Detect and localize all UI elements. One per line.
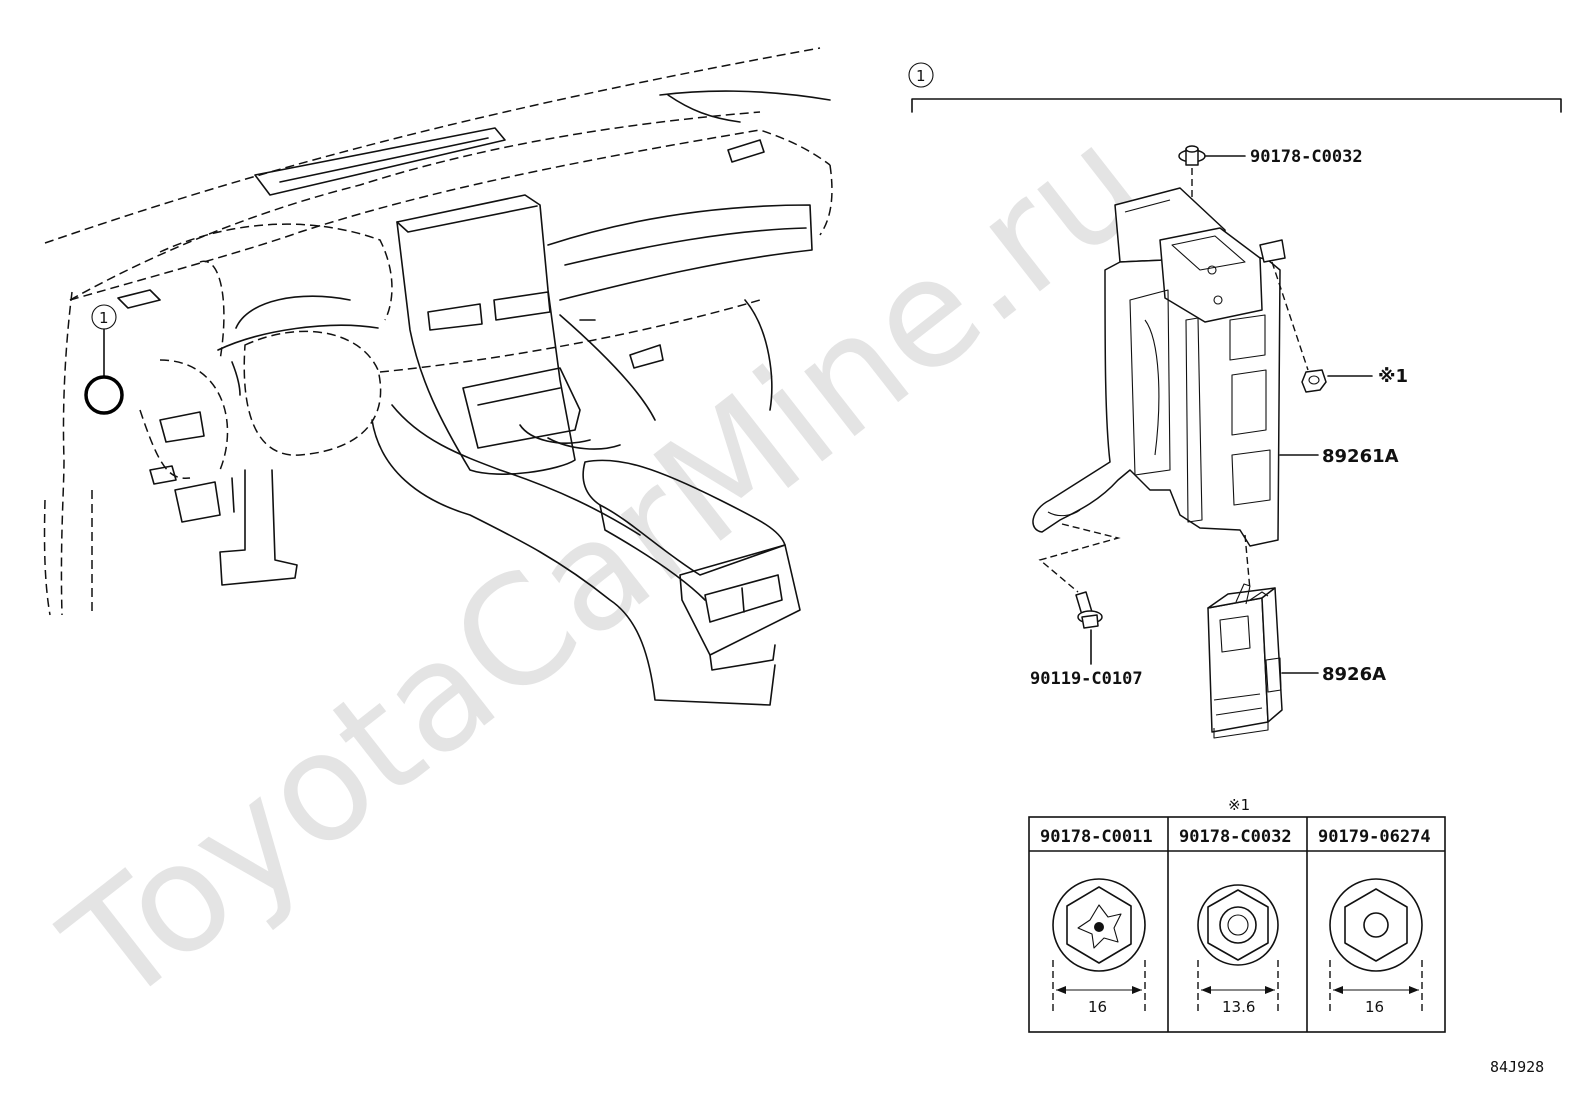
nut-illustration-3: 16 xyxy=(1329,878,1423,1016)
dim-2: 13.6 xyxy=(1222,998,1255,1016)
callout-1-left: 1 xyxy=(84,304,124,415)
table-title: ※1 xyxy=(1228,796,1250,814)
table-header-1: 90178-C0011 xyxy=(1040,827,1153,847)
nut-note1 xyxy=(1301,369,1327,393)
bracket-89261a xyxy=(1032,187,1286,547)
dim-3: 16 xyxy=(1365,998,1384,1016)
label-90178-c0032-top: 90178-C0032 xyxy=(1250,147,1363,167)
bolt-90119-c0107 xyxy=(1075,591,1103,629)
label-90119-c0107: 90119-C0107 xyxy=(1030,669,1143,689)
receiver-8926a xyxy=(1207,583,1283,739)
exploded-assembly: 1 90178-C0032 xyxy=(908,62,1562,739)
nut-illustration-1: 16 xyxy=(1052,878,1146,1016)
svg-text:1: 1 xyxy=(99,309,109,327)
dim-1: 16 xyxy=(1088,998,1107,1016)
label-note-ref: ※1 xyxy=(1378,366,1408,387)
label-8926a: 8926A xyxy=(1322,664,1386,685)
location-marker xyxy=(84,375,124,415)
dashboard-illustration xyxy=(43,47,833,706)
label-89261a: 89261A xyxy=(1322,446,1399,467)
nut-90178-c0032 xyxy=(1178,145,1206,166)
fastener-table: ※1 90178-C0011 90178-C0032 90179-06274 1… xyxy=(1028,796,1446,1033)
table-header-3: 90179-06274 xyxy=(1318,827,1431,847)
diagram-code: 84J928 xyxy=(1490,1058,1544,1076)
nut-illustration-2: 13.6 xyxy=(1197,884,1279,1016)
table-header-2: 90178-C0032 xyxy=(1179,827,1292,847)
svg-text:1: 1 xyxy=(916,67,926,85)
